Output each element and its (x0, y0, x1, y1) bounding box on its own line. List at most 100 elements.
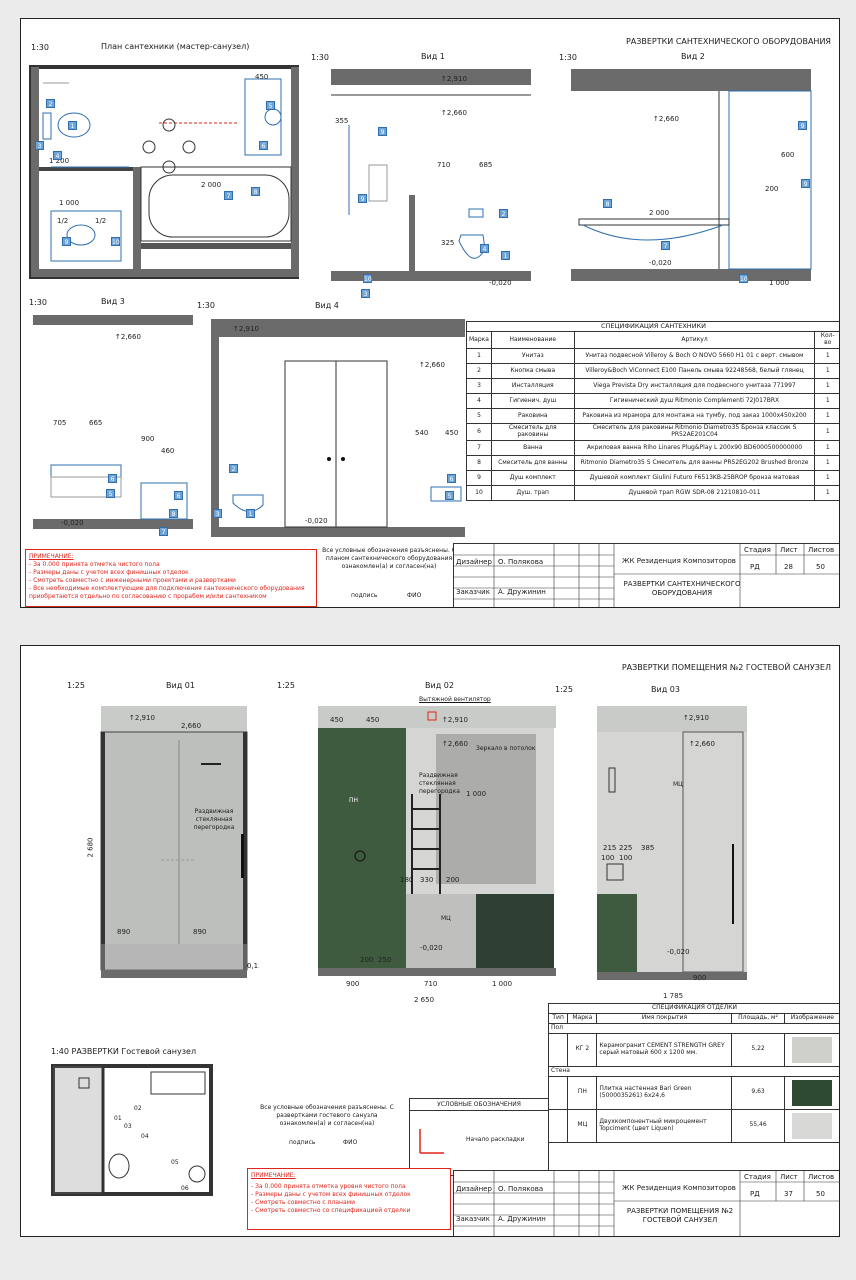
sheet-header-title: РАЗВЕРТКИ САНТЕХНИЧЕСКОГО ОБОРУДОВАНИЯ (625, 37, 831, 46)
svg-text:2 000: 2 000 (649, 209, 669, 217)
svg-text:↑2,660: ↑2,660 (115, 333, 141, 341)
finish-mark: ПН (567, 1075, 598, 1110)
stage-value: РД (750, 563, 760, 571)
view4-drawing: ↑2,910 ↑2,660 -0,020 540 450 (211, 319, 465, 537)
spec-cell: Смеситель для ванны (490, 455, 575, 472)
svg-text:-0,020: -0,020 (61, 519, 84, 527)
view2-drawing: ↑2,660 2 000 1 000 -0,020 600 200 (571, 69, 812, 287)
svg-text:665: 665 (89, 419, 102, 427)
legend-start-symbol (419, 1129, 444, 1154)
note-line: - Все необходимые комплектующие для подк… (29, 585, 305, 593)
svg-text:1 000: 1 000 (492, 980, 512, 988)
fio-label: ФИО (407, 592, 422, 599)
acknowledge-text: Все условные обозначения разъяснены. С п… (322, 547, 456, 570)
svg-text:215: 215 (603, 844, 616, 852)
spec-cell: 6 (466, 423, 492, 442)
sheet2-sheet-number: 37 (784, 1190, 793, 1198)
spec-cell: Душевой трап RGW SDR-08 21210810-011 (573, 485, 816, 502)
sheet2-stamp-title: РАЗВЕРТКИ ПОМЕЩЕНИЯ №2 ГОСТЕВОЙ САНУЗЕЛ (626, 1207, 734, 1225)
finish-header-cell: Марка (567, 1012, 598, 1024)
spec-cell: 1 (814, 485, 839, 502)
spec-cell: Душ комплект (490, 470, 575, 487)
svg-text:180: 180 (400, 876, 413, 884)
sheets-total: 50 (816, 563, 825, 571)
svg-text:↑2,910: ↑2,910 (441, 75, 467, 83)
view03-scale: 1:25 (555, 685, 573, 694)
marker-02: 02 (134, 1105, 142, 1112)
spec-cell: Viega Prevista Dry инсталляция для подве… (573, 378, 816, 395)
view01-scale: 1:25 (67, 681, 85, 690)
finish-name: Двухкомпонентный микроцемент Topciment (… (596, 1108, 733, 1143)
finish-area: 9,63 (731, 1075, 785, 1110)
view03-tag-mc: МЦ (673, 781, 683, 788)
svg-text:385: 385 (641, 844, 654, 852)
finish-image (783, 1075, 839, 1110)
group-wall: Стена (548, 1065, 839, 1077)
view02-tag-mc: МЦ (441, 915, 451, 922)
spec-cell: Гигиенический душ Ritmonio Complementi 7… (573, 393, 816, 410)
spec-cell: 1 (466, 348, 492, 365)
spec-cell: Ванна (490, 440, 575, 457)
view3-scale: 1:30 (29, 298, 47, 307)
svg-text:900: 900 (346, 980, 359, 988)
spec-cell: Ritmonio Diametro35 S Смеситель для ванн… (573, 455, 816, 472)
svg-text:0,130: 0,130 (247, 962, 259, 970)
spec-header-cell: Кол-во (814, 331, 839, 350)
marker-04: 04 (141, 1133, 149, 1140)
svg-text:2 000: 2 000 (201, 181, 221, 189)
finish-spec-title: СПЕЦИФИКАЦИЯ ОТДЕЛКИ (548, 1003, 839, 1014)
finish-mark: МЦ (567, 1108, 598, 1143)
view01-drawing: ↑2,910 2,660 890 890 0,130 (100, 706, 259, 978)
svg-text:705: 705 (53, 419, 66, 427)
spec-header-cell: Артикул (573, 331, 816, 350)
svg-text:1/2: 1/2 (57, 217, 68, 225)
sheet2-header-title: РАЗВЕРТКИ ПОМЕЩЕНИЯ №2 ГОСТЕВОЙ САНУЗЕЛ (621, 663, 831, 672)
svg-text:1 000: 1 000 (466, 790, 486, 798)
svg-text:↑2,660: ↑2,660 (653, 115, 679, 123)
svg-text:710: 710 (424, 980, 437, 988)
note-line: - Размеры даны с учетом всех финишных от… (251, 1191, 411, 1199)
fan-label: Вытяжной вентилятор (419, 696, 491, 703)
legend-box: УСЛОВНЫЕ ОБОЗНАЧЕНИЯ Начало раскладки (409, 1098, 549, 1176)
project-name: ЖК Резиденция Композиторов (622, 557, 736, 565)
svg-text:100: 100 (619, 854, 632, 862)
view4-scale: 1:30 (197, 301, 215, 310)
spec-cell: Унитаз (490, 348, 575, 365)
svg-text:330: 330 (420, 876, 433, 884)
svg-text:540: 540 (415, 429, 428, 437)
svg-text:↑2,660: ↑2,660 (442, 740, 468, 748)
spec-cell: 1 (814, 423, 839, 442)
svg-text:200: 200 (360, 956, 373, 964)
finish-area: 55,46 (731, 1108, 785, 1143)
note-line: - Смотреть совместно со спецификацией от… (251, 1207, 411, 1215)
sheet2-notes-box: ПРИМЕЧАНИЕ: - За 0.000 принята отметка у… (247, 1168, 451, 1230)
spec-cell: 4 (466, 393, 492, 410)
designer-label: Дизайнер (456, 558, 492, 566)
svg-text:355: 355 (335, 117, 348, 125)
sheet2-stage-value: РД (750, 1190, 760, 1198)
spec-header-cell: Наименование (490, 331, 575, 350)
spec-cell: 5 (466, 408, 492, 425)
view02-title: Вид 02 (425, 681, 454, 690)
svg-text:200: 200 (446, 876, 459, 884)
sheet2-sheet-label: Лист (780, 1173, 798, 1181)
svg-text:100: 100 (601, 854, 614, 862)
svg-text:2 650: 2 650 (414, 996, 434, 1004)
view1-title: Вид 1 (421, 52, 445, 61)
marker-06: 06 (181, 1185, 189, 1192)
spec-cell: 1 (814, 440, 839, 457)
svg-text:1/2: 1/2 (95, 217, 106, 225)
note-line: - Смотреть совместно с планами (251, 1199, 356, 1207)
spec-cell: 3 (466, 378, 492, 395)
sheet2-designer-name: О. Полякова (498, 1185, 544, 1193)
marker-01: 01 (114, 1115, 122, 1122)
designer-name: О. Полякова (498, 558, 544, 566)
